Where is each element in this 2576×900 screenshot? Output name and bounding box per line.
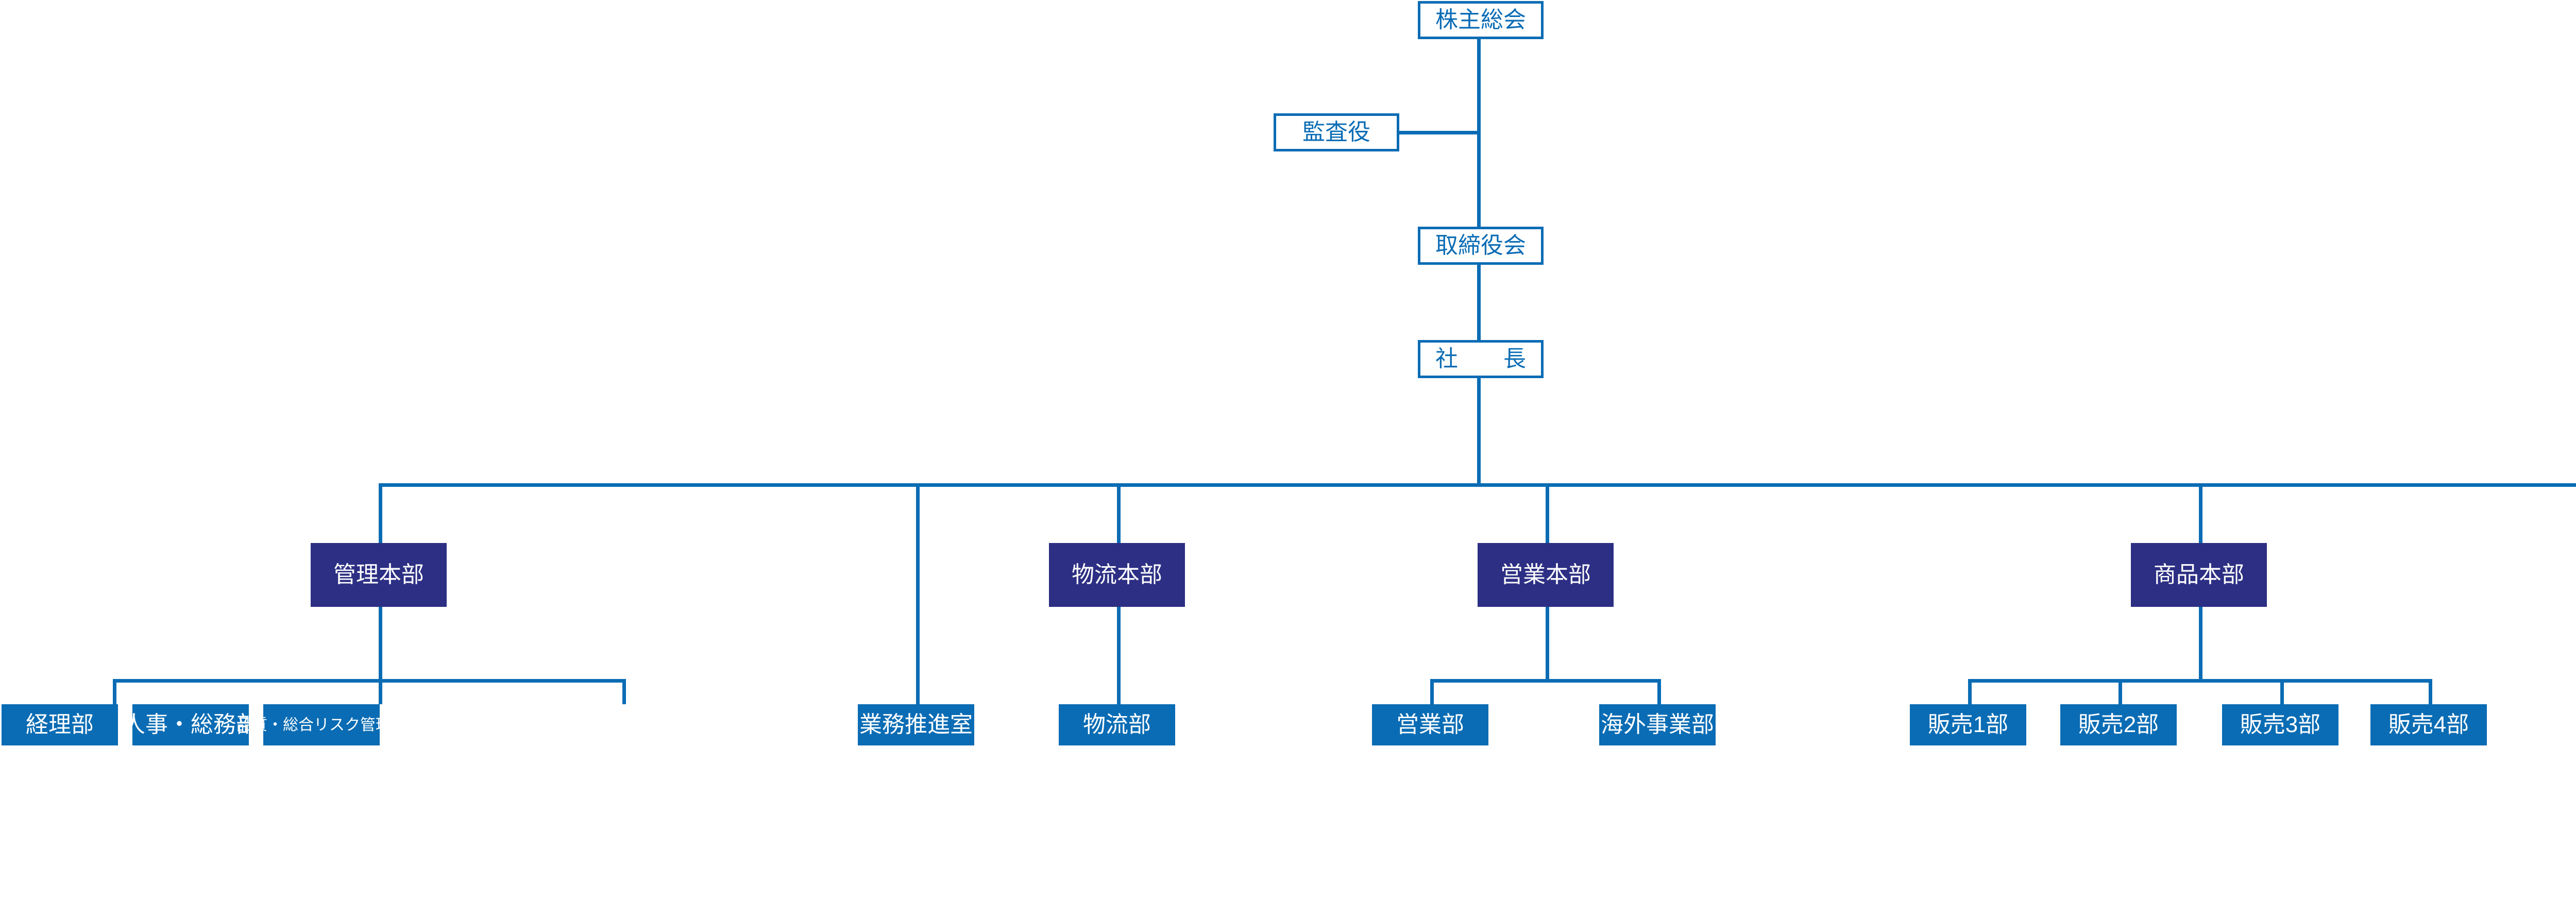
- connector-products-to-sales1: [1968, 679, 1972, 704]
- node-shareholders-meeting[interactable]: 株主総会: [1418, 1, 1544, 39]
- node-department-logistics[interactable]: 物流部: [1059, 704, 1175, 745]
- node-board-of-directors[interactable]: 取締役会: [1418, 227, 1544, 265]
- node-department-quality-risk-management[interactable]: 品質・総合リスク管理部: [236, 704, 406, 745]
- connector-drop-sales: [1546, 483, 1549, 543]
- node-president[interactable]: 社 長: [1418, 340, 1544, 378]
- node-auditor[interactable]: 監査役: [1274, 113, 1399, 151]
- connector-board-to-president: [1477, 265, 1481, 340]
- connector-logistics-to-dept: [1117, 607, 1121, 704]
- node-department-sales-1[interactable]: 販売1部: [1910, 704, 2026, 745]
- node-department-sales-4[interactable]: 販売4部: [2370, 704, 2487, 745]
- connector-drop-admin: [379, 483, 382, 543]
- connector-sales-to-overseas: [1657, 679, 1661, 704]
- connector-sales-to-salesdept: [1430, 679, 1434, 704]
- connector-products-to-sales2: [2119, 679, 2122, 704]
- connector-products-to-sales4: [2429, 679, 2432, 704]
- connector-president-down: [1477, 378, 1481, 485]
- node-department-business-promotion-office[interactable]: 業務推進室: [858, 704, 974, 745]
- connector-admin-to-accounting: [113, 679, 116, 704]
- connector-sales-bar: [1430, 679, 1661, 683]
- connector-products-to-sales3: [2280, 679, 2284, 704]
- connector-drop-logistics: [1117, 483, 1121, 543]
- connector-admin-to-hr: [379, 679, 382, 704]
- node-division-logistics[interactable]: 物流本部: [1049, 543, 1185, 607]
- node-department-sales-3[interactable]: 販売3部: [2222, 704, 2338, 745]
- connector-sales-down: [1546, 607, 1549, 681]
- node-department-sales[interactable]: 営業部: [1372, 704, 1488, 745]
- node-division-administration[interactable]: 管理本部: [311, 543, 447, 607]
- connector-admin-bar: [113, 679, 626, 683]
- connector-products-down: [2199, 607, 2202, 681]
- node-department-hr-general-affairs[interactable]: 人事・総務部: [123, 704, 259, 745]
- connector-admin-to-quality: [622, 679, 626, 704]
- connector-auditor-to-spine: [1397, 131, 1479, 134]
- connector-products-bar: [1968, 679, 2432, 683]
- connector-drop-products: [2199, 483, 2202, 543]
- node-department-accounting[interactable]: 経理部: [2, 704, 118, 745]
- connector-drop-ops: [916, 483, 920, 704]
- connector-main-bus: [379, 483, 2576, 487]
- node-department-sales-2[interactable]: 販売2部: [2060, 704, 2177, 745]
- node-division-products[interactable]: 商品本部: [2131, 543, 2267, 607]
- node-division-sales[interactable]: 営業本部: [1478, 543, 1614, 607]
- connector-admin-down: [379, 607, 382, 681]
- node-department-overseas-business[interactable]: 海外事業部: [1599, 704, 1716, 745]
